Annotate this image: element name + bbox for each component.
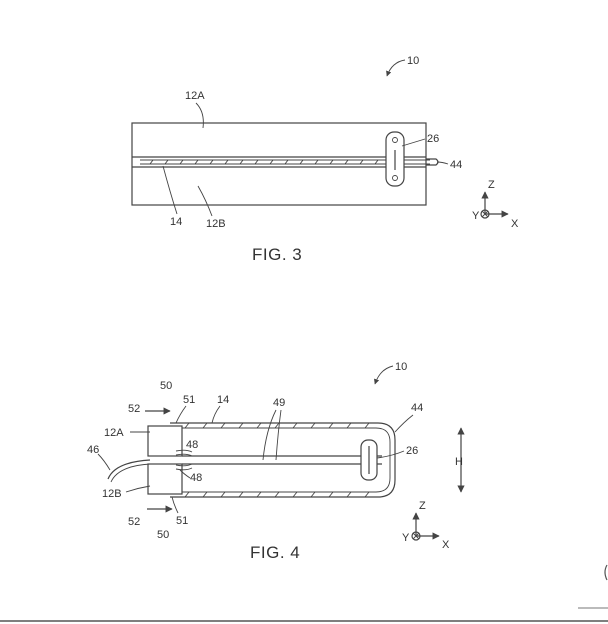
- fig4-ref-12b: 12B: [102, 488, 122, 500]
- fig3-ref-hinge: 14: [170, 216, 182, 228]
- fig4-ref-12a: 12A: [104, 427, 124, 439]
- fig4-ref-51-top: 51: [183, 394, 195, 406]
- fig4-49-leaders: [262, 409, 282, 461]
- fig4-axis-x: X: [442, 539, 450, 551]
- fig3-axis-y: Y: [472, 210, 480, 222]
- fig4-ref-46: 46: [87, 444, 99, 456]
- fig3-ref-upper: 12A: [185, 90, 205, 102]
- scan-edge-curve: [604, 564, 608, 581]
- fig3-axis-triad: Z Y X: [472, 179, 519, 230]
- fig4-ref-48-bot: 48: [190, 472, 202, 484]
- fig4-ref-26: 26: [406, 445, 418, 457]
- fig3-clip-leader: [401, 138, 426, 147]
- fig4-51-bot-leader: [171, 496, 179, 514]
- fig4-layer-lower: [175, 463, 193, 471]
- fig4-ref-49: 49: [273, 397, 285, 409]
- fig3-ref-clip: 26: [427, 133, 439, 145]
- fig4-axis-y: Y: [402, 532, 410, 544]
- figure-4: 10: [87, 361, 465, 562]
- fig4-axis-triad: Z Y X: [402, 500, 450, 551]
- fig3-ref-lower: 12B: [206, 218, 226, 230]
- fig3-hinge-leader: [162, 165, 178, 215]
- fig4-12b-leader: [125, 485, 151, 493]
- fig4-ref-48-top: 48: [186, 439, 198, 451]
- fig3-lower-leader: [197, 185, 213, 217]
- fig3-hinge-hatching: [149, 159, 379, 165]
- fig4-housing-upper: [147, 425, 183, 457]
- fig4-ref-14: 14: [217, 394, 229, 406]
- fig4-ref-44: 44: [411, 402, 423, 414]
- fig3-caption: FIG. 3: [252, 245, 302, 264]
- fig4-26-leader: [376, 450, 405, 459]
- fig3-ref-device: 10: [407, 55, 419, 67]
- fig3-axis-x: X: [511, 218, 519, 230]
- fig3-clip-hole-top: [392, 137, 398, 143]
- fig4-housing-lower: [147, 463, 183, 495]
- fig4-51-top-leader: [175, 405, 187, 424]
- fig3-ref-tab: 44: [450, 159, 462, 171]
- fig3-upper-leader: [195, 102, 204, 129]
- fig4-48-bot-leader: [179, 469, 191, 479]
- fig4-axis-z: Z: [419, 500, 426, 512]
- fig4-ref-51-bot: 51: [176, 515, 188, 527]
- fig4-sleeve-inner: [170, 427, 391, 493]
- fig3-clip-hole-bottom: [392, 175, 398, 181]
- fig4-ref-52-bot: 52: [128, 516, 140, 528]
- fig4-device-leader: [373, 365, 394, 385]
- fig4-44-leader: [394, 414, 414, 433]
- fig4-ref-50-bot: 50: [157, 529, 169, 541]
- fig4-caption: FIG. 4: [250, 543, 300, 562]
- fig3-axis-z: Z: [488, 179, 495, 191]
- figure-3: 10 12A 26 44 14: [131, 55, 519, 264]
- fig4-ref-h: H: [455, 456, 463, 468]
- fig4-cable: [107, 459, 151, 480]
- fig4-layer-upper: [175, 449, 193, 457]
- fig4-14-leader: [211, 405, 221, 424]
- fig4-cable-inner: [110, 463, 151, 483]
- fig4-ref-50-top: 50: [160, 380, 172, 392]
- fig4-sleeve-outer: [170, 422, 396, 498]
- fig3-device-leader: [386, 59, 406, 77]
- fig4-sleeve-hatching: [184, 422, 370, 498]
- fig4-ref-52-top: 52: [128, 403, 140, 415]
- fig3-tab-leader: [436, 161, 449, 165]
- fig4-46-leader: [97, 453, 111, 471]
- fig4-ref-device: 10: [395, 361, 407, 373]
